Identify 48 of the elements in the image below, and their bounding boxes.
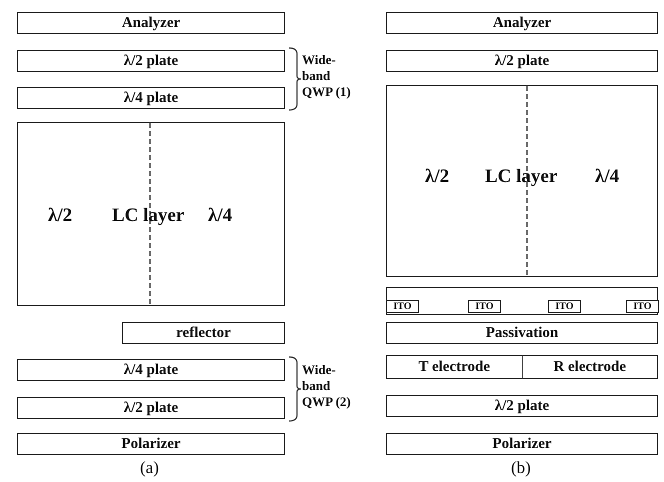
layer-box [17,397,285,419]
layer-label: λ/4 plate [124,362,178,378]
layer-box [17,50,285,72]
layer-label: λ/4 [208,205,232,227]
bracket-label: Wide-band QWP (1) [302,52,352,100]
layer-label: LC layer [485,166,558,188]
panel-caption: (b) [511,458,531,478]
layer-box [386,50,658,72]
layer-label: λ/4 [595,166,620,188]
layer-label: Polarizer [492,436,552,452]
layer-box [386,12,658,34]
layer-box [122,322,285,344]
bracket-label: Wide-band QWP (2) [302,362,352,410]
layer-label: λ/2 [48,205,72,227]
layer-label: Analyzer [492,14,552,32]
layer-box [17,87,285,109]
layer-label: ITO [393,301,412,312]
layer-label: T electrode [418,358,490,376]
layer-label: λ/2 plate [124,52,178,70]
layer-label: λ/2 plate [494,52,550,70]
layer-box [548,300,581,313]
panel-caption: (a) [140,458,159,478]
layer-box [386,85,658,277]
layer-label: ITO [633,301,652,312]
layer-label: Polarizer [121,436,181,452]
layer-box [468,300,501,313]
layer-label: R electrode [553,358,626,376]
layer-box [386,322,658,344]
layer-box [386,355,658,379]
layer-box [626,300,659,313]
layer-box [17,122,285,306]
layer-box [386,300,419,313]
layer-label: ITO [475,301,494,312]
layer-box [386,395,658,417]
layer-label: λ/2 plate [124,400,178,416]
layer-label: λ/4 plate [124,90,178,106]
layer-label: λ/2 [425,166,450,188]
substrate-box [386,287,658,315]
layer-label: Passivation [486,324,558,342]
layer-box [17,433,285,455]
layer-box [17,359,285,381]
layer-label: LC layer [112,205,184,227]
layer-label: Analyzer [122,14,180,32]
layer-label: ITO [555,301,574,312]
layer-label: λ/2 plate [494,398,550,414]
layer-box [17,12,285,34]
layer-label: reflector [176,324,231,342]
layer-box [386,433,658,455]
